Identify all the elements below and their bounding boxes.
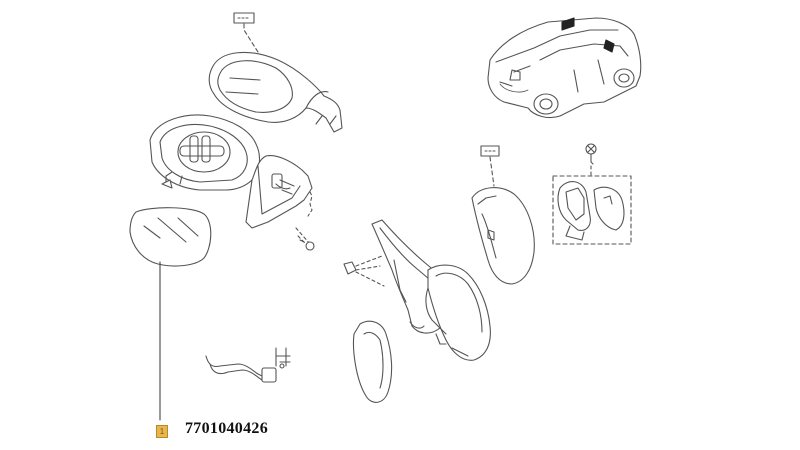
screw-icon [585, 143, 597, 179]
callout-index-badge: 1 [156, 425, 168, 438]
mirror-cap-detail-part [552, 175, 632, 245]
screw-icon [295, 191, 315, 251]
mirror-assembly-right-part [425, 264, 491, 361]
wiring-harness-part [205, 347, 291, 383]
mirror-cover-right-part [471, 187, 535, 285]
mirror-cover-part [208, 51, 343, 133]
clip-icon [343, 255, 385, 287]
mirror-housing-part [149, 114, 261, 191]
car-icon [487, 17, 642, 119]
mirror-mount-base-part [245, 155, 313, 229]
rectangle-tag-icon [480, 145, 500, 187]
part-number-label[interactable]: 7701040426 [185, 420, 268, 437]
mirror-glass-middle-part [353, 320, 393, 403]
rectangle-tag-icon [233, 12, 259, 53]
mirror-glass-left-part [129, 207, 212, 421]
